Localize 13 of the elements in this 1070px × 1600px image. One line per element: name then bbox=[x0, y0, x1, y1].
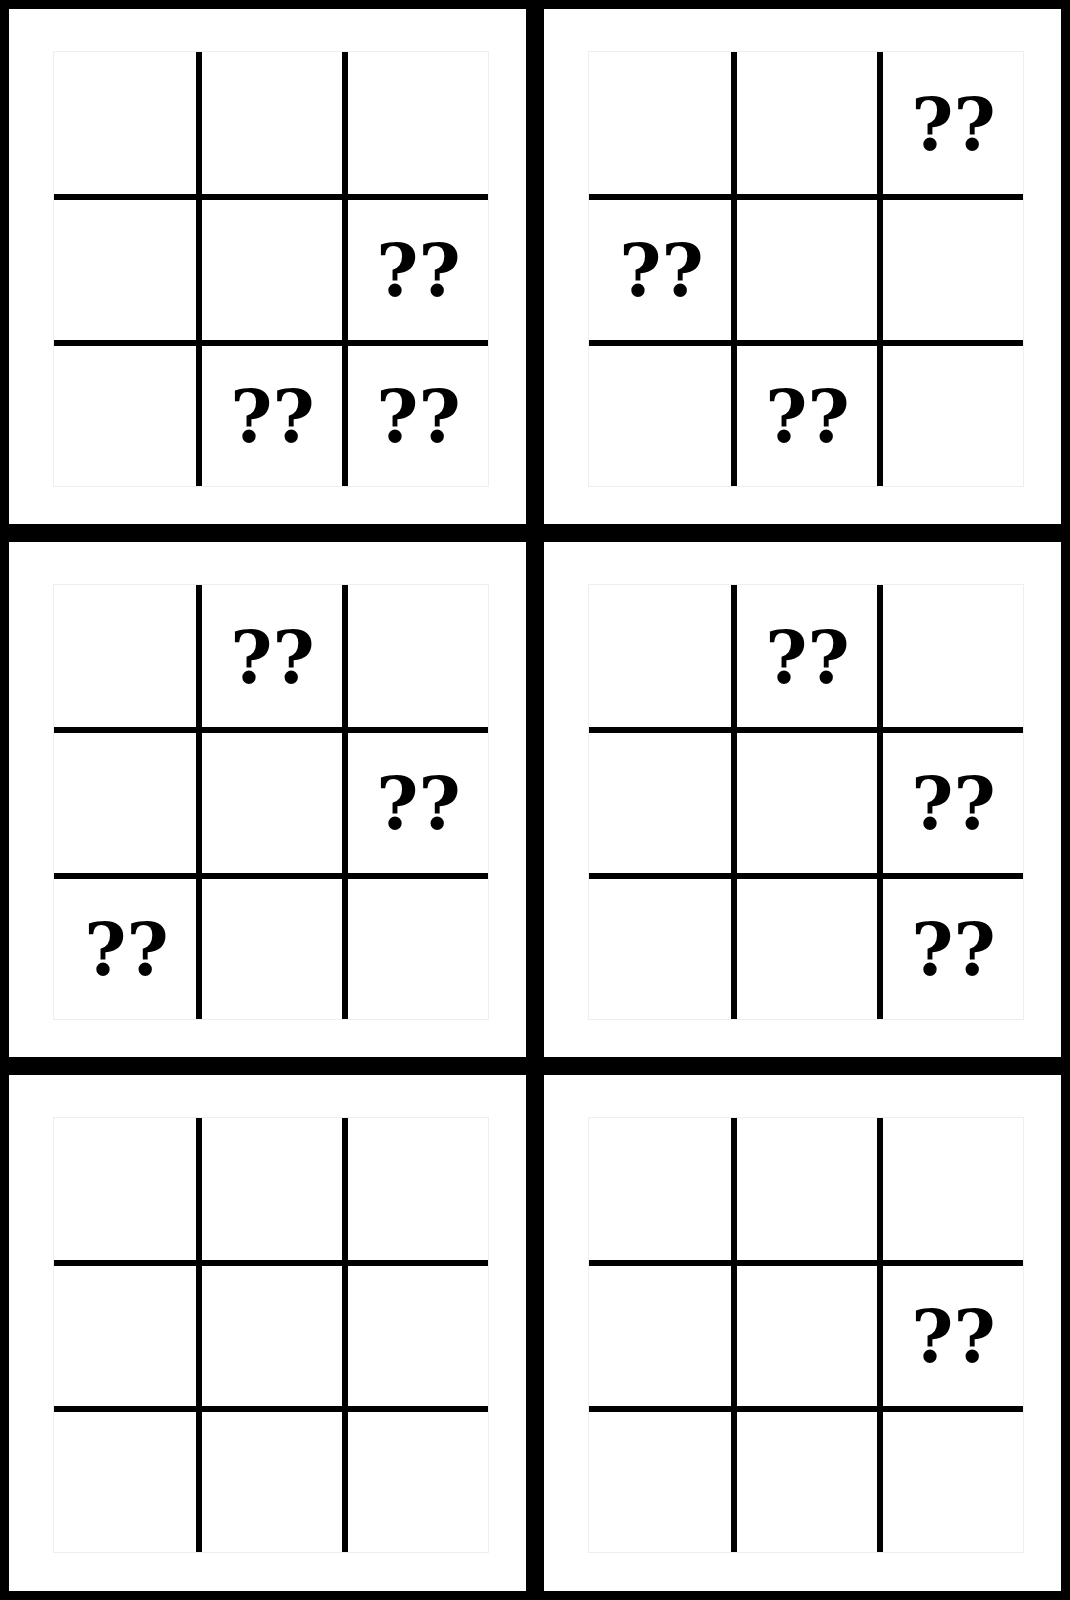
question-marks: ?? bbox=[619, 234, 704, 307]
question-marks: ?? bbox=[230, 621, 315, 694]
question-marks: ?? bbox=[911, 1300, 996, 1373]
question-marks: ?? bbox=[765, 621, 850, 694]
question-marks: ?? bbox=[911, 88, 996, 161]
question-marks: ?? bbox=[911, 913, 996, 986]
question-marks: ?? bbox=[230, 380, 315, 453]
question-marks: ?? bbox=[376, 234, 461, 307]
question-marks: ?? bbox=[376, 380, 461, 453]
question-marks: ?? bbox=[84, 913, 169, 986]
question-marks: ?? bbox=[765, 380, 850, 453]
question-marks: ?? bbox=[911, 767, 996, 840]
question-marks: ?? bbox=[376, 767, 461, 840]
